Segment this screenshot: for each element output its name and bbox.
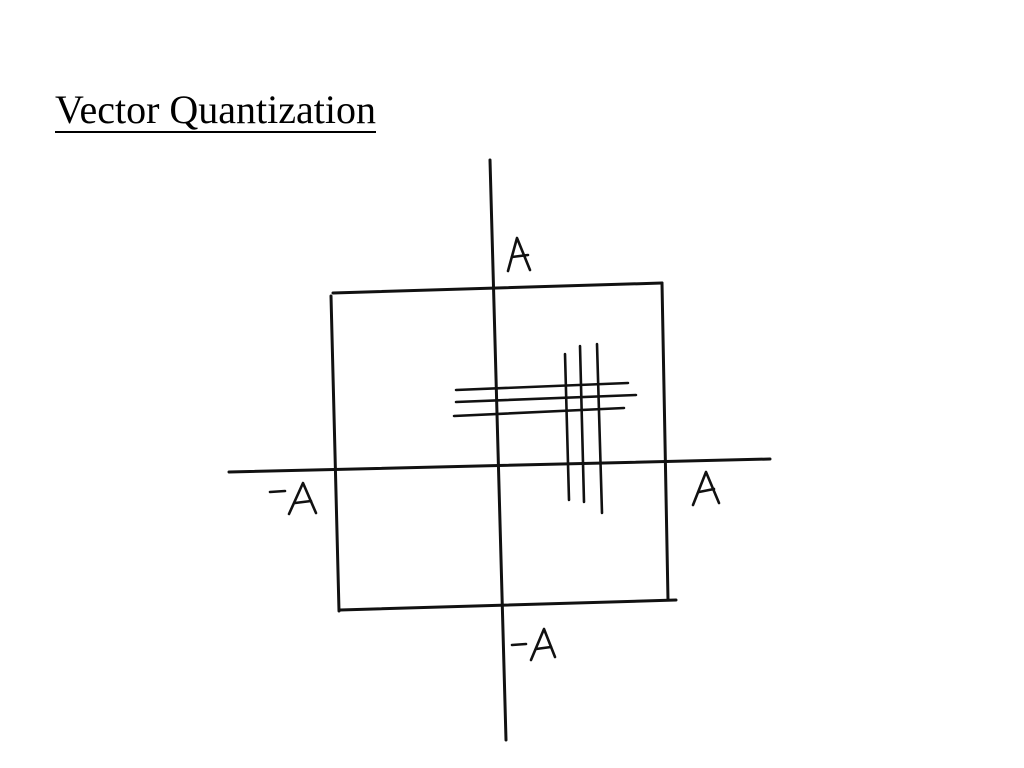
slide-title: Vector Quantization <box>55 87 376 132</box>
label-top-a <box>506 236 532 273</box>
vertical-stroke <box>578 344 586 504</box>
vertical-stroke <box>563 352 571 502</box>
vertical-axis <box>488 158 508 742</box>
label-bottom-minus-a <box>510 627 557 662</box>
label-left-minus-a <box>268 481 318 516</box>
vertical-quantization-lines <box>563 342 604 515</box>
horizontal-stroke <box>452 406 626 418</box>
horizontal-stroke <box>454 393 638 404</box>
horizontal-stroke <box>454 381 630 392</box>
horizontal-quantization-lines <box>452 381 638 418</box>
vertical-stroke <box>595 342 604 515</box>
bounding-square <box>329 281 678 613</box>
label-right-a <box>691 470 721 507</box>
